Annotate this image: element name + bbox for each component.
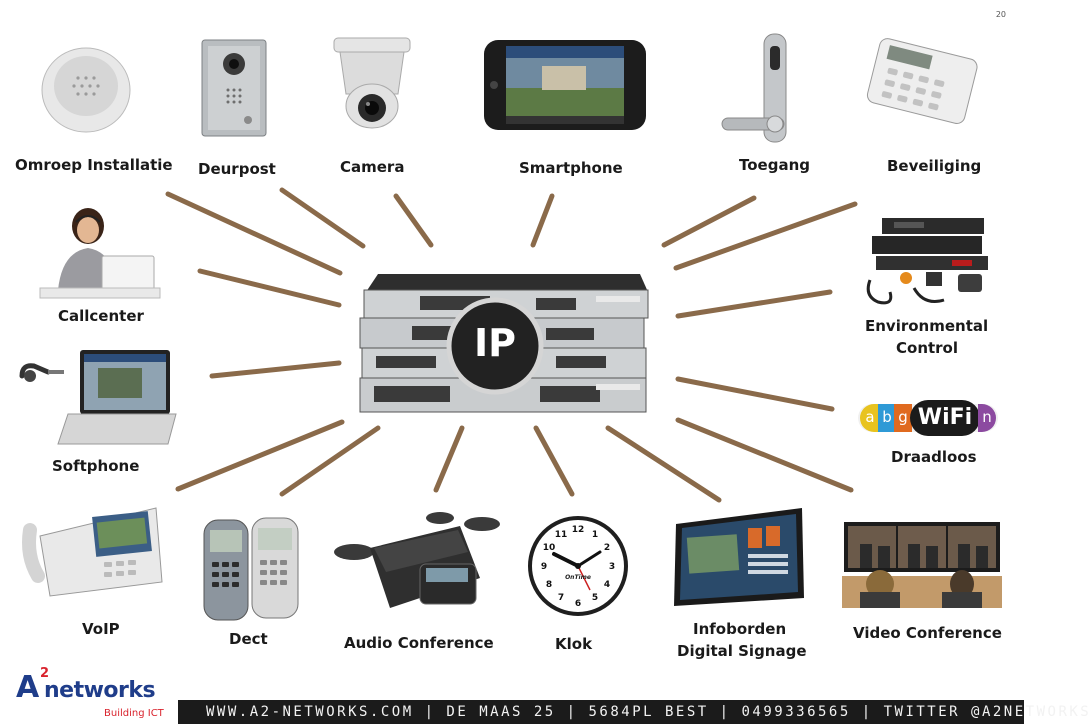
ray-infoborden (605, 425, 722, 503)
ray-callcenter (197, 268, 342, 308)
ray-beveiliging (673, 201, 858, 271)
label-toegang: Toegang (739, 156, 810, 174)
label-infoborden-2: Digital Signage (677, 642, 807, 660)
label-audio-conference: Audio Conference (344, 634, 494, 652)
ray-toegang (661, 195, 757, 248)
ray-klok (533, 425, 575, 497)
ray-deurpost (279, 187, 366, 249)
wifi-abgn-badge: a b g WiFi n (858, 398, 998, 436)
svg-text:5: 5 (592, 593, 598, 603)
svg-text:12: 12 (572, 525, 585, 535)
label-softphone: Softphone (52, 457, 140, 475)
svg-text:3: 3 (609, 562, 615, 572)
label-beveiliging: Beveiliging (887, 157, 982, 175)
wifi-letter-n: n (978, 404, 996, 432)
label-deurpost: Deurpost (198, 160, 276, 178)
softphone-laptop-icon (19, 350, 177, 445)
wifi-word: WiFi (910, 400, 980, 436)
wifi-letter-a: a (860, 404, 880, 432)
network-switch-hub (359, 274, 649, 413)
svg-text:11: 11 (555, 530, 568, 540)
svg-text:9: 9 (541, 562, 547, 572)
label-smartphone: Smartphone (519, 159, 623, 177)
ceiling-speaker-icon (41, 47, 131, 133)
connection-rays (165, 187, 858, 503)
logo-tagline: Building ICT (104, 708, 164, 719)
ray-dect (279, 425, 381, 497)
logo-name: networks (44, 678, 156, 703)
dect-handsets-icon (203, 517, 299, 621)
clock-brand: OnTime (565, 574, 591, 581)
digital-signage-display-icon (674, 508, 804, 606)
ray-camera (393, 193, 434, 248)
label-draadloos: Draadloos (891, 448, 977, 466)
svg-text:8: 8 (546, 580, 552, 590)
label-environmental-1: Environmental (865, 317, 989, 335)
wifi-letter-g: g (894, 404, 912, 432)
label-video-conference: Video Conference (853, 624, 1002, 642)
a2networks-logo: A 2 networks Building ICT (14, 666, 174, 724)
ray-softphone (209, 360, 342, 379)
ray-smartphone (530, 193, 555, 248)
smartphone-icon (484, 40, 646, 130)
wall-clock-icon: 12 3 6 9 12 45 78 10 11 (528, 516, 628, 616)
svg-text:4: 4 (604, 580, 610, 590)
ray-omroep (165, 191, 343, 276)
ray-draadloos (675, 376, 835, 412)
ip-hub-label: IP (474, 321, 516, 365)
label-infoborden-1: Infoborden (693, 620, 787, 638)
door-handle-icon (721, 33, 787, 143)
wifi-letter-b: b (878, 404, 896, 432)
environmental-control-equipment-icon (866, 218, 988, 305)
svg-text:1: 1 (592, 530, 598, 540)
label-camera: Camera (340, 158, 405, 176)
label-environmental-2: Control (896, 339, 959, 357)
svg-text:10: 10 (543, 543, 556, 553)
ray-voip (175, 419, 345, 492)
conference-phone-icon (334, 512, 500, 608)
label-callcenter: Callcenter (58, 307, 144, 325)
logo-letter-a: A (16, 670, 40, 705)
logo-superscript: 2 (40, 666, 50, 681)
video-conference-room-icon (842, 522, 1002, 608)
svg-text:2: 2 (604, 543, 610, 553)
door-intercom-icon (201, 39, 267, 137)
ray-video (675, 417, 854, 493)
label-klok: Klok (555, 635, 593, 653)
ray-audio (433, 425, 465, 493)
label-voip: VoIP (82, 620, 120, 638)
voip-desk-phone-icon (22, 507, 163, 597)
ptz-camera-icon (333, 37, 411, 129)
svg-text:6: 6 (575, 599, 581, 609)
label-dect: Dect (229, 630, 268, 648)
page-number: 20 (995, 10, 1006, 19)
alarm-keypad-icon (866, 38, 978, 124)
footer-contact-bar: WWW.A2-NETWORKS.COM | DE MAAS 25 | 5684P… (178, 700, 1089, 724)
callcenter-agent-icon (39, 208, 161, 299)
label-omroep: Omroep Installatie (15, 156, 173, 174)
svg-text:7: 7 (558, 593, 564, 603)
ray-environmental (675, 289, 833, 319)
